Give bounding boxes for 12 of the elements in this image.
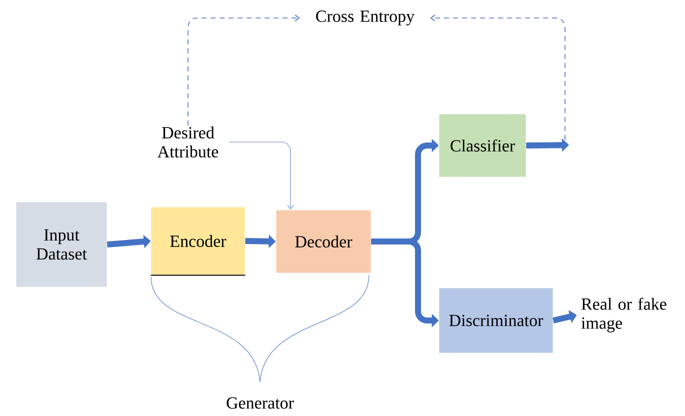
arrow: [430, 14, 566, 140]
process-box: Encoder: [150, 206, 246, 276]
text-label: Generator: [226, 397, 294, 409]
process-box: Decoder: [276, 210, 372, 274]
text-label: Real or fake image: [581, 298, 666, 332]
process-box: Discriminator: [438, 288, 554, 354]
text-label: Desired Attribute: [158, 126, 218, 158]
arrow: [228, 142, 294, 210]
text-label: Cross Entropy: [316, 10, 415, 26]
process-box: Input Dataset: [16, 202, 108, 288]
arrow: [188, 14, 300, 126]
process-box: Classifier: [438, 114, 526, 178]
